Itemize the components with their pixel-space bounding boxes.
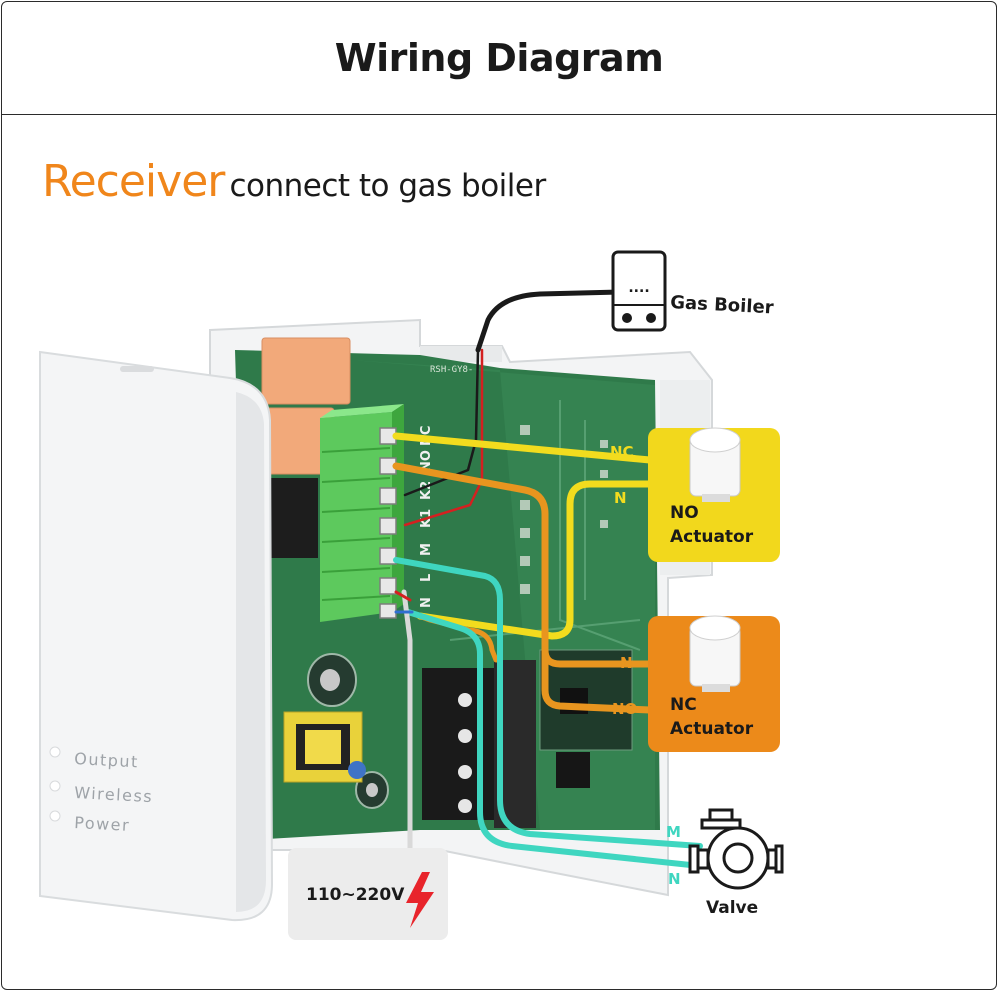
led-label-power: Power (74, 813, 131, 835)
nc-actuator-wire-no: NO (612, 700, 637, 718)
wire-teal-m (393, 557, 703, 849)
front-cover: Output Wireless Power (39, 350, 274, 922)
no-actuator-panel: NO Actuator (648, 427, 780, 562)
terminal-label-no: NO (419, 450, 434, 472)
relay-driver-chip (270, 478, 318, 558)
nc-actuator-icon (689, 615, 741, 692)
power-badge: 110~220V (288, 848, 448, 940)
nc-actuator-panel: NC Actuator (648, 615, 780, 752)
mcu-chip (556, 752, 590, 788)
subtitle: Receiver connect to gas boiler (42, 156, 546, 207)
boiler-display: .... (628, 280, 649, 296)
page-title: Wiring Diagram (334, 36, 664, 80)
pcb-mark: RSH-GY8- (430, 365, 473, 375)
gas-boiler-label: Gas Boiler (670, 292, 774, 318)
no-actuator-line2: Actuator (670, 527, 754, 547)
boiler-wire-red (403, 348, 484, 527)
boiler-wire-black (403, 348, 480, 497)
header: Wiring Diagram (2, 2, 996, 115)
led-label-output: Output (74, 749, 139, 771)
wire-orange-n (541, 646, 654, 668)
relay-top (261, 337, 351, 405)
nc-actuator-line1: NC (670, 695, 697, 715)
valve-wire-n: N (668, 870, 681, 888)
wire-orange-no (392, 462, 654, 714)
terminal-label-l: L (419, 574, 434, 582)
terminal-block (320, 404, 404, 622)
subtitle-accent: Receiver (42, 156, 225, 207)
boiler-cable (475, 289, 623, 353)
terminal-label-n: N (419, 597, 434, 608)
wire-teal-n (405, 609, 703, 869)
valve-wire-m: M (666, 823, 681, 841)
power-cable (401, 589, 413, 863)
led-label-wireless: Wireless (74, 783, 154, 806)
wire-yellow-nc (392, 432, 654, 464)
valve-icon (688, 808, 784, 890)
nc-actuator-line2: Actuator (670, 719, 754, 739)
pcb-board: RSH-GY8- (235, 337, 660, 840)
lightning-bolt-icon (406, 872, 434, 928)
wireless-led (49, 780, 61, 792)
no-actuator-line1: NO (670, 503, 699, 523)
wire-yellow-n (416, 480, 654, 640)
subtitle-rest: connect to gas boiler (229, 168, 546, 204)
power-led (49, 810, 61, 822)
valve-label: Valve (706, 898, 758, 918)
no-actuator-icon (689, 427, 741, 502)
gas-boiler-icon: .... (611, 250, 667, 332)
wires (392, 289, 703, 869)
nc-actuator-wire-n: N (620, 654, 633, 672)
terminal-label-m: M (419, 543, 434, 556)
power-label: 110~220V (306, 885, 405, 905)
output-led (49, 746, 61, 758)
no-actuator-wire-n: N (614, 489, 627, 507)
no-actuator-wire-nc: NC (610, 443, 634, 461)
